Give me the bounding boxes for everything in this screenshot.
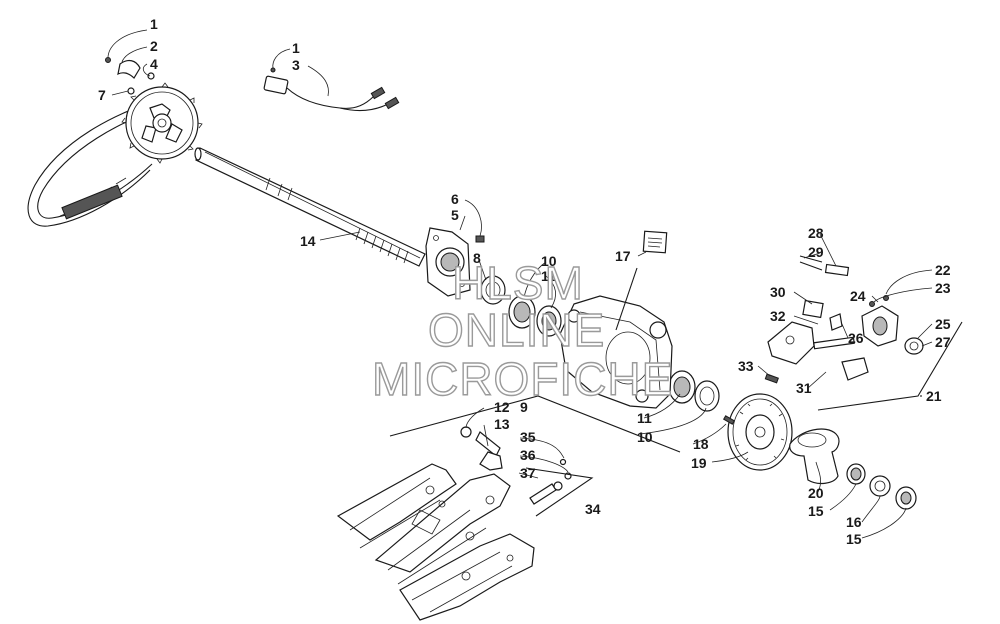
- watermark-line-2: ONLINE: [428, 304, 605, 356]
- callout-34: 34: [585, 501, 601, 517]
- callout-15-upper: 15: [808, 503, 824, 519]
- callout-labels: 1 2 4 7 1 3 6 5 14 8 10 11 17 9 11 10 12…: [98, 16, 951, 547]
- watermark: HLSM ONLINE MICROFICHE: [371, 256, 673, 405]
- brake-disc: [722, 393, 793, 471]
- bearing-seal-stack: [480, 275, 720, 412]
- callout-24: 24: [850, 288, 866, 304]
- callout-8: 8: [473, 250, 481, 266]
- callout-10-upper: 10: [541, 253, 557, 269]
- callout-14: 14: [300, 233, 316, 249]
- adjuster-bolt: [460, 426, 572, 505]
- callout-11-upper: 11: [541, 268, 556, 284]
- callout-32: 32: [770, 308, 786, 324]
- callout-5: 5: [451, 207, 459, 223]
- drive-chain: [27, 103, 153, 227]
- rear-axle: [194, 147, 426, 267]
- callout-9: 9: [520, 399, 528, 415]
- callout-31: 31: [796, 380, 812, 396]
- callout-1-sensor: 1: [292, 40, 300, 56]
- leader-lines: [107, 29, 933, 539]
- callout-13: 13: [494, 416, 510, 432]
- callout-27: 27: [935, 334, 951, 350]
- callout-35: 35: [520, 429, 536, 445]
- callout-19: 19: [691, 455, 707, 471]
- callout-36: 36: [520, 447, 536, 463]
- callout-16: 16: [846, 514, 862, 530]
- speed-sensor-harness: [263, 67, 400, 112]
- eccentric-housing: [559, 230, 673, 409]
- callout-23: 23: [935, 280, 951, 296]
- callout-15-lower: 15: [846, 531, 862, 547]
- watermark-line-3: MICROFICHE: [372, 353, 673, 405]
- callout-2: 2: [150, 38, 158, 54]
- brake-caliper-assembly: [764, 255, 924, 384]
- callout-26: 26: [848, 330, 864, 346]
- rear-sprocket: [121, 82, 203, 164]
- group-brackets: [389, 321, 963, 517]
- callout-11-lower: 11: [637, 410, 652, 426]
- callout-18: 18: [693, 436, 709, 452]
- callout-29: 29: [808, 244, 824, 260]
- suspension-frame-rails: [336, 463, 535, 621]
- sprocket-fasteners: [105, 57, 155, 95]
- callout-20: 20: [808, 485, 824, 501]
- callout-3: 3: [292, 57, 300, 73]
- brake-hub: [789, 428, 840, 485]
- bearing-flange: [425, 227, 485, 297]
- callout-22: 22: [935, 262, 951, 278]
- callout-10-lower: 10: [637, 429, 653, 445]
- callout-25: 25: [935, 316, 951, 332]
- callout-37: 37: [520, 465, 536, 481]
- hub-nut-washer: [846, 463, 917, 510]
- callout-7: 7: [98, 87, 106, 103]
- watermark-line-1: HLSM: [452, 257, 584, 309]
- callout-17: 17: [615, 248, 631, 264]
- callout-21: 21: [926, 388, 942, 404]
- callout-1-sprocket: 1: [150, 16, 158, 32]
- callout-33: 33: [738, 358, 754, 374]
- callout-4: 4: [150, 56, 158, 72]
- callout-28: 28: [808, 225, 824, 241]
- callout-6: 6: [451, 191, 459, 207]
- callout-30: 30: [770, 284, 786, 300]
- callout-12: 12: [494, 399, 510, 415]
